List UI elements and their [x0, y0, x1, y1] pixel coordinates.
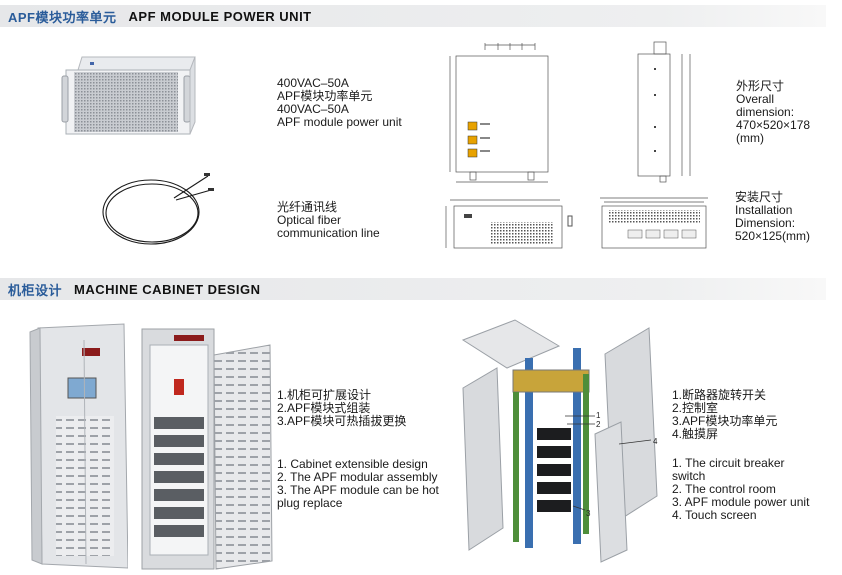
front-dimension-drawing	[449, 43, 549, 183]
front-view-drawing	[445, 199, 573, 249]
open-cabinet-photo	[141, 328, 273, 570]
rear-view-drawing	[600, 197, 708, 249]
callout-1: 1	[596, 411, 601, 420]
callout-4: 4	[653, 437, 658, 446]
module-description: 400VAC–50A APF模块功率单元 400VAC–50A APF modu…	[277, 76, 402, 129]
exploded-parts-cn: 1.断路器旋转开关 2.控制室 3.APF模块功率单元 4.触摸屏	[672, 388, 778, 441]
section-header-cabinet: 机柜设计 MACHINE CABINET DESIGN	[0, 278, 826, 300]
section-title-cn: APF模块功率单元	[8, 9, 117, 25]
apf-module-photo	[61, 56, 196, 135]
closed-cabinet-photo	[29, 323, 128, 569]
exploded-cabinet-view: 1 2 3 4	[461, 319, 658, 563]
side-dimension-drawing	[637, 41, 691, 183]
section-title-en: APF MODULE POWER UNIT	[128, 8, 312, 24]
callout-2: 2	[596, 420, 601, 429]
section-title-en: MACHINE CABINET DESIGN	[74, 281, 261, 297]
optical-fiber-cable	[102, 173, 214, 245]
callout-3: 3	[586, 509, 591, 518]
cabinet-features-cn: 1.机柜可扩展设计 2.APF模块式组装 3.APF模块可热插拔更换	[277, 388, 407, 428]
cabinet-features-en: 1. Cabinet extensible design 2. The APF …	[277, 457, 439, 510]
exploded-parts-en: 1. The circuit breaker switch 2. The con…	[672, 456, 810, 522]
overall-dimension-text: 外形尺寸 Overall dimension: 470×520×178 (mm)	[736, 79, 811, 145]
installation-dimension-text: 安装尺寸 Installation Dimension: 520×125(mm)	[735, 190, 811, 243]
section-header-power-unit: APF模块功率单元 APF MODULE POWER UNIT	[0, 5, 826, 27]
section-title-cn: 机柜设计	[8, 282, 63, 298]
fiber-description: 光纤通讯线 Optical fiber communication line	[277, 200, 380, 240]
